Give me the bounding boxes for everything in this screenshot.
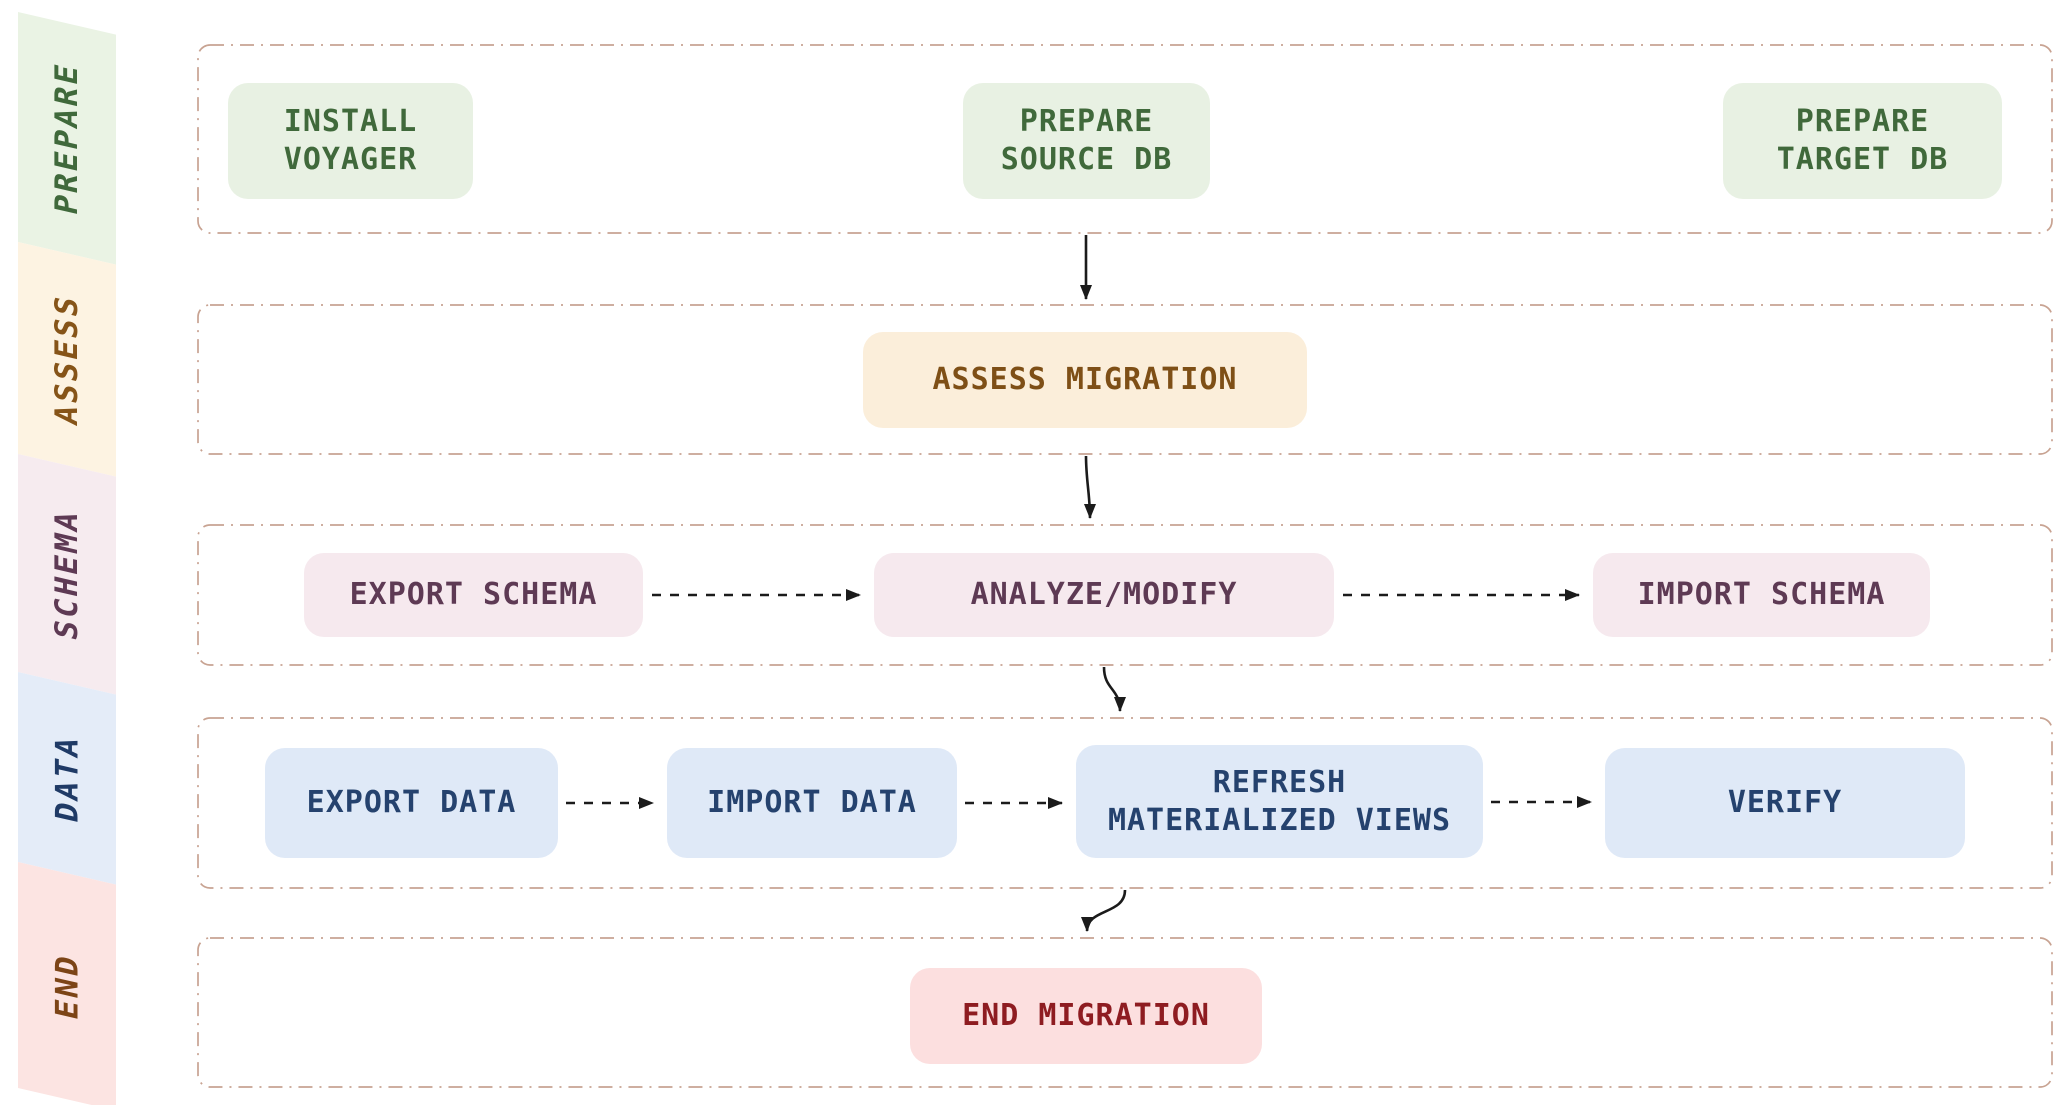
sidebar-band-end: END — [18, 862, 116, 1105]
arrow-analyze-to-refresh — [1102, 666, 1126, 712]
row-prepare — [197, 44, 2053, 234]
row-end — [197, 937, 2053, 1088]
node-verify: VERIFY — [1605, 748, 1965, 858]
sidebar-label-schema: SCHEMA — [49, 505, 86, 644]
phase-sidebar: PREPARE ASSESS SCHEMA DATA END — [18, 12, 116, 1105]
node-export-data: EXPORT DATA — [265, 748, 558, 858]
sidebar-band-schema: SCHEMA — [18, 454, 116, 695]
arrow-assess-to-analyze — [1083, 455, 1096, 519]
node-import-data: IMPORT DATA — [667, 748, 957, 858]
sidebar-label-assess: ASSESS — [49, 290, 86, 429]
arrow-refresh-to-end — [1081, 889, 1127, 932]
node-export-schema: EXPORT SCHEMA — [304, 553, 643, 637]
node-analyze-modify: ANALYZE/MODIFY — [874, 553, 1334, 637]
node-end-migration: END MIGRATION — [910, 968, 1262, 1064]
node-assess-migration: ASSESS MIGRATION — [863, 332, 1307, 428]
node-install-voyager: INSTALL VOYAGER — [228, 83, 473, 199]
sidebar-band-prepare: PREPARE — [18, 12, 116, 265]
sidebar-band-data: DATA — [18, 672, 116, 885]
row-data — [197, 717, 2053, 889]
sidebar-label-end: END — [49, 949, 85, 1023]
node-refresh-materialized-views: REFRESH MATERIALIZED VIEWS — [1076, 745, 1483, 858]
sidebar-band-assess: ASSESS — [18, 242, 116, 477]
row-assess — [197, 304, 2053, 455]
node-prepare-target-db: PREPARE TARGET DB — [1723, 83, 2002, 199]
node-import-schema: IMPORT SCHEMA — [1593, 553, 1930, 637]
node-prepare-source-db: PREPARE SOURCE DB — [963, 83, 1210, 199]
sidebar-label-prepare: PREPARE — [49, 58, 85, 219]
sidebar-label-data: DATA — [49, 730, 85, 826]
